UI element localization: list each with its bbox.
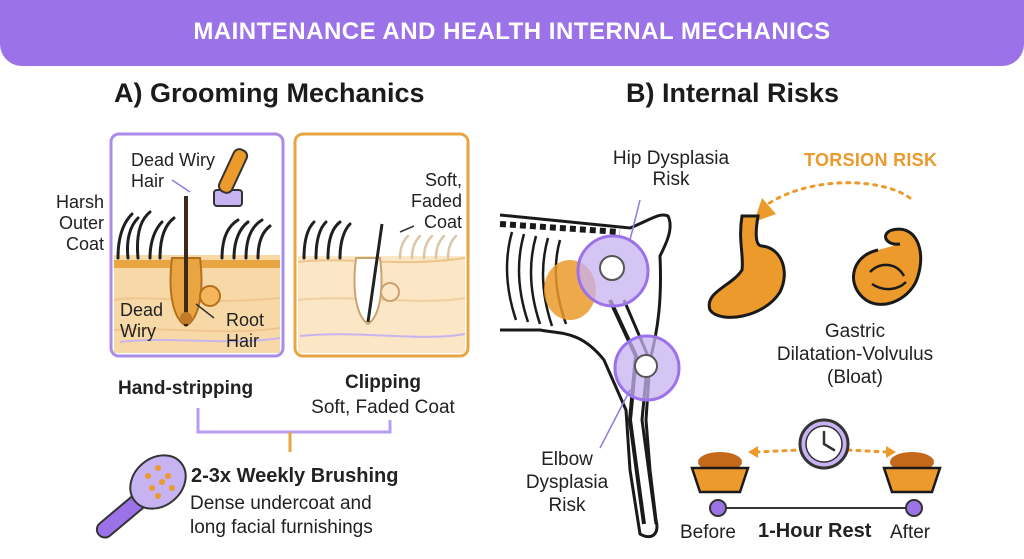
connector-bracket xyxy=(196,408,392,434)
hand-stripping-label: Hand-stripping xyxy=(118,378,254,399)
clipping-panel xyxy=(293,132,470,358)
gdv-label: Gastric Dilatation-Volvulus (Bloat) xyxy=(776,321,934,388)
harsh-outer-coat-label: Harsh Outer Coat xyxy=(55,192,104,254)
brushing-title: 2-3x Weekly Brushing xyxy=(191,465,399,487)
root-hair-label: Root Hair xyxy=(226,310,265,351)
dead-wiry-hair-label: Dead Wiry Hair xyxy=(131,150,216,191)
clipping-label: Clipping xyxy=(345,372,421,393)
dead-wiry-label: Dead Wiry xyxy=(120,300,164,341)
hand-stripping-panel xyxy=(109,132,285,358)
torsion-arrow xyxy=(754,181,912,222)
elbow-dysplasia-label: Elbow Dysplasia Risk xyxy=(525,449,609,516)
food-bowl-after xyxy=(882,452,942,494)
page-title: MAINTENANCE AND HEALTH INTERNAL MECHANIC… xyxy=(193,18,831,45)
rest-label: 1-Hour Rest xyxy=(758,520,872,542)
torsion-risk-label: TORSION RISK xyxy=(804,150,938,170)
brushing-description: Dense undercoat and long facial furnishi… xyxy=(190,493,373,538)
soft-faded-coat-label: Soft, Faded Coat xyxy=(410,170,462,232)
feeding-timeline xyxy=(709,446,923,517)
section-a-title: A) Grooming Mechanics xyxy=(114,78,425,108)
food-bowl-before xyxy=(690,452,750,494)
dog-skeleton xyxy=(499,199,681,539)
stomach-normal xyxy=(707,214,786,319)
clipping-subtitle: Soft, Faded Coat xyxy=(311,397,455,418)
hip-dysplasia-label: Hip Dysplasia Risk xyxy=(612,148,730,190)
clock-icon xyxy=(798,418,850,470)
section-b-title: B) Internal Risks xyxy=(626,78,840,108)
after-label: After xyxy=(890,522,931,543)
stomach-twisted xyxy=(852,227,923,306)
brush-illustration xyxy=(95,454,187,539)
before-label: Before xyxy=(680,522,736,543)
header-banner xyxy=(0,0,1024,66)
